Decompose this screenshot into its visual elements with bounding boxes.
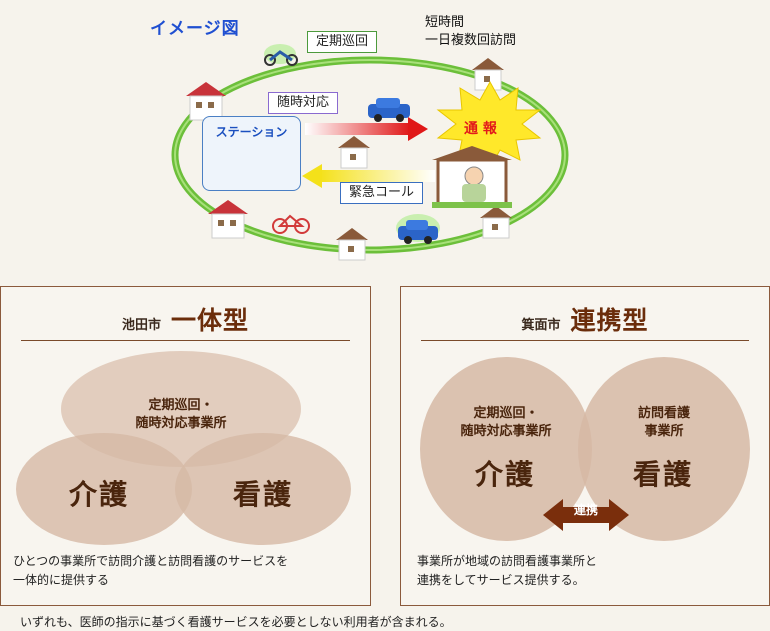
circle-right-small-label: 訪問看護 事業所 xyxy=(604,405,724,441)
panel-heading: 箕面市連携型 xyxy=(401,301,769,337)
circle-left-line-2: 随時対応事業所 xyxy=(460,424,552,439)
circle-left-small-label: 定期巡回・ 随時対応事業所 xyxy=(446,405,566,441)
visit-note-line-2: 一日複数回訪問 xyxy=(425,33,517,48)
house-icon xyxy=(472,58,504,91)
bicycle-icon xyxy=(272,214,310,234)
description-line-1: ひとつの事業所で訪問介護と訪問看護のサービスを xyxy=(13,554,289,568)
description-line-2: 一体的に提供する xyxy=(13,573,110,587)
cooperative-panel: 箕面市連携型 定期巡回・ 随時対応事業所 介護 訪問看護 事業所 看護 連携 事… xyxy=(400,286,770,606)
motorbike-icon xyxy=(264,44,298,66)
response-arrow xyxy=(305,117,428,141)
divider xyxy=(21,340,350,341)
city-name: 箕面市 xyxy=(521,318,561,333)
kaigo-label: 介護 xyxy=(475,458,536,491)
link-label: 連携 xyxy=(573,503,598,517)
integrated-panel: 池田市一体型 定期巡回・ 随時対応事業所 介護 看護 ひとつの事業所で訪問介護と… xyxy=(0,286,371,606)
house-icon xyxy=(480,206,512,239)
circle-left xyxy=(420,357,592,541)
car-icon xyxy=(396,214,440,244)
car-icon xyxy=(368,98,410,122)
zuiji-label: 随時対応 xyxy=(268,92,339,114)
circle-right-line-2: 事業所 xyxy=(644,424,684,439)
emergency-call-arrow xyxy=(302,164,435,188)
house-icon xyxy=(336,228,368,261)
image-title: イメージ図 xyxy=(150,19,240,39)
kaigo-label: 介護 xyxy=(69,478,130,511)
link-arrow xyxy=(543,499,629,531)
description-line-2: 連携をしてサービス提供する。 xyxy=(417,573,585,587)
panel-type: 連携型 xyxy=(570,306,649,335)
circle-left xyxy=(16,433,192,545)
house-icon xyxy=(186,82,226,121)
house-icon xyxy=(338,136,370,169)
integrated-venn xyxy=(16,351,351,545)
panel-description: ひとつの事業所で訪問介護と訪問看護のサービスを 一体的に提供する xyxy=(13,552,288,590)
kango-label: 看護 xyxy=(233,478,294,511)
visit-note: 短時間 一日複数回訪問 xyxy=(425,14,516,50)
kango-label: 看護 xyxy=(633,458,694,491)
circle-left-line-1: 定期巡回・ xyxy=(473,406,539,421)
senior-home-icon xyxy=(432,146,512,208)
tsuho-label: 通 報 xyxy=(464,121,497,137)
panel-type: 一体型 xyxy=(171,306,250,335)
footer-note: いずれも、医師の指示に基づく看護サービスを必要としない利用者が含まれる。 xyxy=(20,615,452,629)
circle-top-label: 定期巡回・ 随時対応事業所 xyxy=(121,397,241,433)
kinkyu-label: 緊急コール xyxy=(340,182,424,204)
teiki-label: 定期巡回 xyxy=(307,31,378,53)
panel-heading: 池田市一体型 xyxy=(1,301,370,337)
description-line-1: 事業所が地域の訪問看護事業所と xyxy=(417,554,598,568)
circle-right-line-1: 訪問看護 xyxy=(637,406,690,421)
circle-right xyxy=(175,433,351,545)
service-illustration xyxy=(171,44,569,261)
circle-top-line-2: 随時対応事業所 xyxy=(135,416,227,431)
house-icon xyxy=(208,200,248,239)
station-label: ステーション xyxy=(215,125,288,139)
cooperative-venn xyxy=(420,357,750,541)
panel-description: 事業所が地域の訪問看護事業所と 連携をしてサービス提供する。 xyxy=(417,552,597,590)
circle-right xyxy=(578,357,750,541)
visit-note-line-1: 短時間 xyxy=(425,15,465,30)
city-name: 池田市 xyxy=(121,318,161,333)
divider xyxy=(421,340,749,341)
station-box: ステーション xyxy=(202,116,301,191)
circle-top-line-1: 定期巡回・ xyxy=(148,398,214,413)
